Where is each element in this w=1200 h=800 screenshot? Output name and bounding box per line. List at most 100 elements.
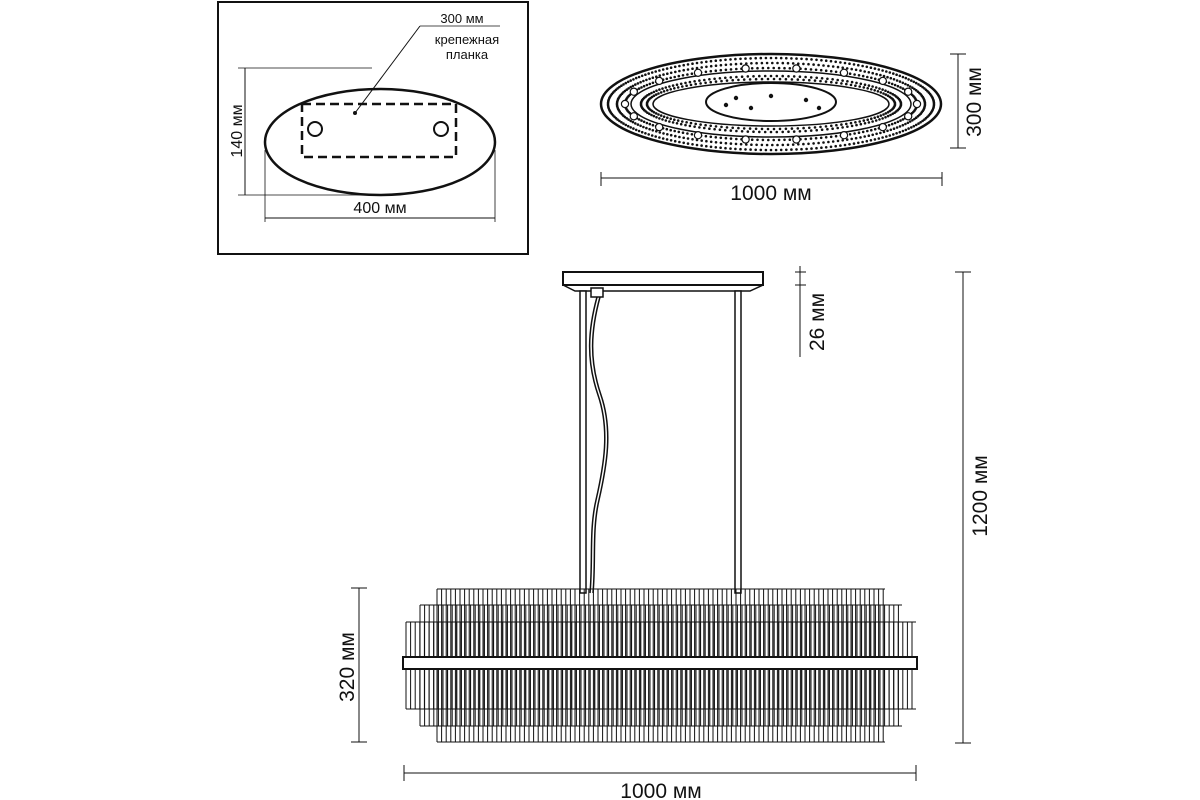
crystal-dot	[676, 86, 680, 89]
crystal-dot	[761, 66, 765, 70]
crystal-dot	[673, 118, 676, 121]
crystal-dot	[884, 89, 887, 92]
crystal-dot	[754, 148, 757, 152]
crystal-dot	[714, 146, 718, 149]
crystal-dot	[637, 129, 641, 133]
crystal-dot	[755, 143, 758, 147]
crystal-dot	[901, 129, 905, 133]
crystal-dot	[668, 120, 671, 123]
crystal-dot	[719, 63, 723, 67]
crystal-dot	[884, 116, 887, 119]
central-frame-band	[402, 656, 918, 670]
crystal-dot	[648, 82, 652, 86]
crystal-dot	[910, 79, 913, 82]
crystal-dot	[681, 131, 685, 134]
crystal-dot	[841, 79, 844, 82]
crystal-dot	[682, 68, 685, 72]
crystal-dot	[749, 57, 752, 60]
crystal-dot	[626, 80, 630, 84]
crystal-dot	[812, 142, 815, 145]
crystal-dot	[853, 73, 856, 76]
crystal-dot	[822, 64, 825, 67]
crystal-dot	[904, 82, 907, 86]
crystal-dot	[881, 117, 884, 120]
crystal-dot	[875, 132, 878, 136]
crystal-dot	[742, 127, 746, 130]
crystal-dot	[624, 81, 628, 85]
crystal-dot	[629, 79, 632, 82]
bracket-length-label: 300 мм	[440, 11, 483, 26]
crystal-dot	[690, 133, 694, 136]
crystal-dot	[829, 69, 833, 73]
lamp-socket	[839, 68, 849, 78]
crystal-dot	[861, 130, 865, 134]
crystal-dot	[886, 111, 890, 114]
crystal-dot	[666, 89, 669, 92]
crystal-dot	[648, 77, 651, 81]
crystal-dot	[866, 87, 869, 90]
crystal-dot	[800, 147, 803, 151]
crystal-dot	[910, 126, 913, 129]
crystal-dot	[921, 119, 924, 123]
crystal-dot	[669, 117, 672, 120]
crystal-dot	[817, 141, 820, 145]
crystal-dot	[709, 140, 713, 144]
lamp-socket	[912, 99, 922, 109]
crystal-dot	[914, 123, 918, 127]
crystal-dot	[772, 77, 776, 81]
crystal-dot	[648, 127, 651, 131]
crystal-dot	[657, 113, 660, 116]
crystal-dot	[888, 71, 892, 74]
crystal-dot	[819, 125, 822, 129]
crystal-dot	[662, 90, 666, 93]
crystal-dot	[645, 126, 648, 130]
crystal-dot	[781, 74, 784, 78]
crystal-dot	[845, 82, 848, 86]
crystal-dot	[874, 86, 878, 89]
crystal-dot	[620, 84, 623, 87]
crystal-dot	[836, 126, 839, 130]
crystal-dot	[739, 147, 742, 151]
mount-hole-right	[433, 121, 449, 137]
lamp-socket	[741, 64, 750, 73]
crystal-dot	[704, 70, 708, 74]
crystal-dot	[724, 58, 727, 62]
crystal-dot	[831, 78, 834, 81]
crystal-dot	[867, 71, 871, 74]
crystal-dot	[735, 75, 738, 79]
crystal-dot	[681, 85, 684, 88]
crystal-dot	[904, 76, 908, 80]
crystal-dot	[792, 75, 796, 78]
crystal-dot	[815, 76, 818, 80]
crystal-dot	[767, 138, 770, 142]
crystal-dot	[729, 63, 733, 66]
crystal-dot	[829, 59, 833, 63]
crystal-dot	[673, 129, 676, 133]
crystal-dot	[790, 78, 794, 81]
crystal-dot	[759, 148, 763, 152]
crystal-dot	[645, 83, 649, 87]
crystal-dot	[854, 121, 857, 124]
crystal-dot	[879, 91, 883, 94]
crystal-dot	[895, 79, 899, 82]
crystal-dot	[752, 130, 755, 133]
crystal-dot	[648, 112, 651, 116]
lamp-socket	[904, 87, 913, 96]
crystal-dot	[756, 138, 759, 142]
lamp-socket	[693, 68, 703, 78]
crystal-dot	[813, 126, 817, 129]
crystal-dot	[658, 131, 662, 134]
crystal-dot	[666, 72, 669, 75]
crystal-dot	[673, 139, 677, 143]
crystal-dot	[875, 72, 878, 76]
crystal-dot	[855, 81, 858, 85]
crystal-dot	[700, 66, 703, 69]
lamp-socket	[839, 130, 849, 140]
crystal-dot	[881, 69, 884, 72]
crystal-dot	[725, 126, 729, 129]
crystal-dot	[650, 113, 653, 117]
crystal-dot	[820, 146, 823, 149]
crystal-dot	[639, 80, 642, 84]
crystal-dot	[831, 127, 834, 130]
